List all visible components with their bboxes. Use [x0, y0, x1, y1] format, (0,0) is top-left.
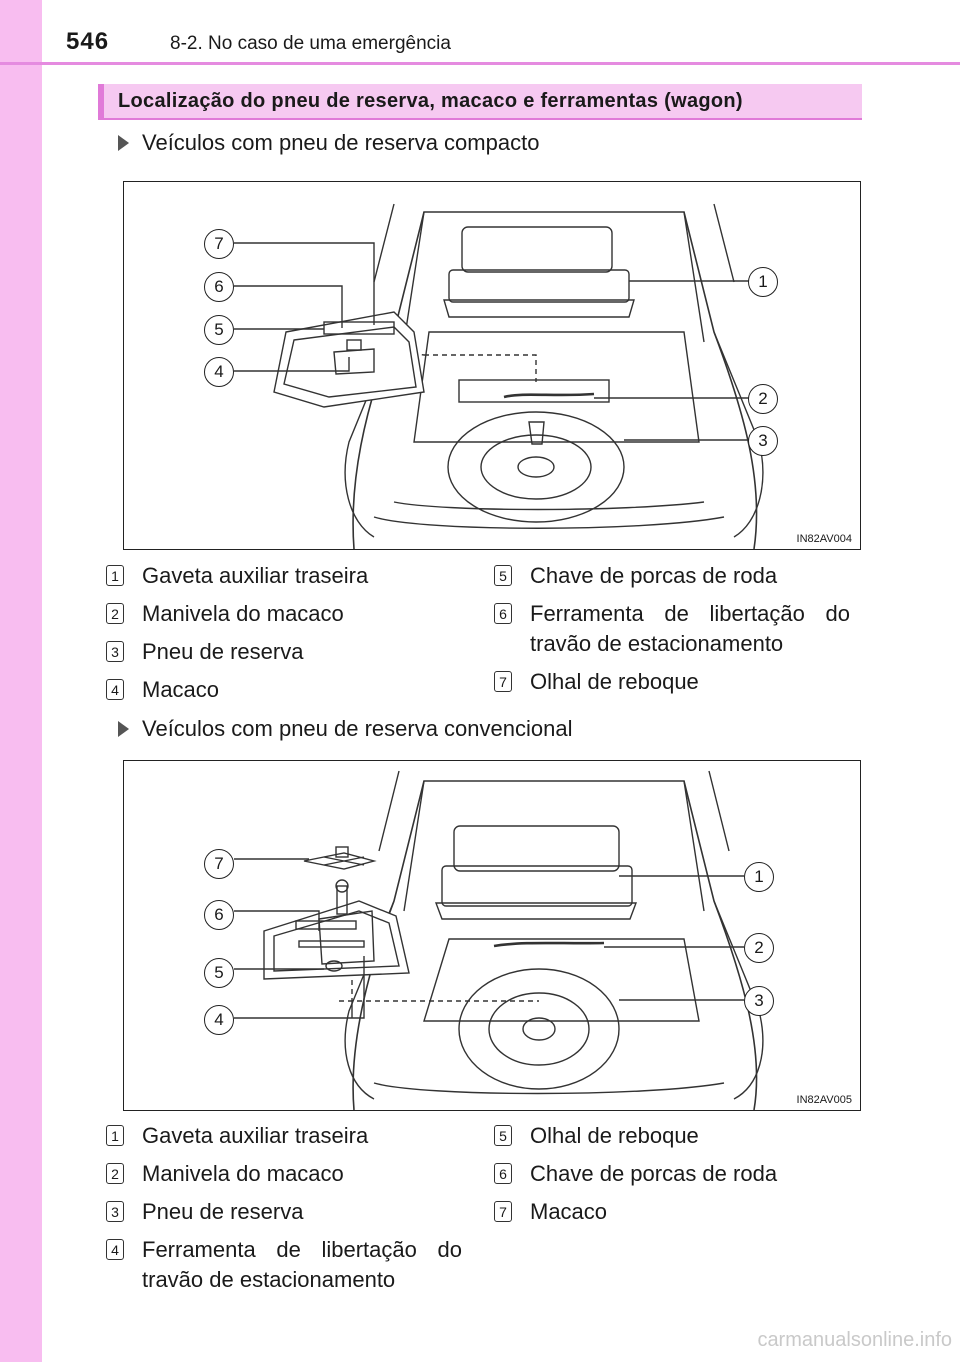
legend-number: 4 — [106, 679, 124, 700]
legend-number: 1 — [106, 1125, 124, 1146]
legend-number: 6 — [494, 603, 512, 624]
watermark: carmanualsonline.info — [757, 1329, 952, 1351]
legend-item: 3 Pneu de reserva — [106, 637, 462, 667]
legend-text: Pneu de reserva — [142, 1199, 304, 1224]
callout-4: 4 — [204, 1005, 234, 1035]
legend-item: 3 Pneu de reserva — [106, 1197, 462, 1227]
subheading-compact-text: Veículos com pneu de reserva compacto — [142, 130, 540, 155]
legend-text: Macaco — [142, 677, 220, 702]
bullet-triangle-icon — [118, 135, 129, 151]
header-rule — [0, 62, 960, 65]
bullet-triangle-icon — [118, 721, 129, 737]
legend-item: 1 Gaveta auxiliar traseira — [106, 561, 462, 591]
callout-5: 5 — [204, 315, 234, 345]
section-heading-bar: Localização do pneu de reserva, macaco e… — [98, 84, 862, 120]
legend-text: Gaveta auxiliar traseira — [142, 1123, 369, 1148]
figure-compact-spare: 7 6 5 4 1 2 3 IN82AV004 — [123, 181, 861, 550]
legend-text: Olhal de reboque — [530, 669, 699, 694]
subheading-compact: Veículos com pneu de reserva compacto — [118, 130, 539, 156]
legend-text: Ferramenta de libertação do travão de es… — [530, 601, 850, 656]
legend-item: 2 Manivela do macaco — [106, 1159, 462, 1189]
callout-3: 3 — [744, 986, 774, 1016]
legend-number: 6 — [494, 1163, 512, 1184]
subheading-conventional: Veículos com pneu de reserva convenciona… — [118, 716, 572, 742]
section-title: Localização do pneu de reserva, macaco e… — [118, 90, 743, 112]
legend-item: 6 Chave de porcas de roda — [494, 1159, 850, 1189]
side-tab — [0, 0, 42, 1362]
legend-number: 3 — [106, 1201, 124, 1222]
subheading-conventional-text: Veículos com pneu de reserva convenciona… — [142, 716, 573, 741]
legend-text: Pneu de reserva — [142, 639, 304, 664]
legend-number: 2 — [106, 1163, 124, 1184]
trunk-illustration-compact — [234, 203, 764, 549]
callout-6: 6 — [204, 900, 234, 930]
callout-3: 3 — [748, 426, 778, 456]
legend-text: Chave de porcas de roda — [530, 563, 778, 588]
legend-conventional: 1 Gaveta auxiliar traseira 2 Manivela do… — [106, 1121, 858, 1301]
legend-text: Manivela do macaco — [142, 1161, 344, 1186]
figure-code: IN82AV005 — [796, 1094, 852, 1106]
legend-compact: 1 Gaveta auxiliar traseira 2 Manivela do… — [106, 561, 858, 711]
legend-item: 7 Olhal de reboque — [494, 667, 850, 697]
legend-number: 1 — [106, 565, 124, 586]
callout-2: 2 — [748, 384, 778, 414]
legend-text: Gaveta auxiliar traseira — [142, 563, 369, 588]
callout-5: 5 — [204, 958, 234, 988]
callout-1: 1 — [744, 862, 774, 892]
legend-number: 5 — [494, 1125, 512, 1146]
legend-item: 7 Macaco — [494, 1197, 850, 1227]
chapter-title: 8-2. No caso de uma emergência — [170, 33, 451, 54]
callout-6: 6 — [204, 272, 234, 302]
legend-number: 4 — [106, 1239, 124, 1260]
callout-7: 7 — [204, 229, 234, 259]
trunk-illustration-conventional — [234, 770, 764, 1110]
callout-1: 1 — [748, 267, 778, 297]
legend-item: 2 Manivela do macaco — [106, 599, 462, 629]
legend-item: 4 Macaco — [106, 675, 462, 705]
callout-2: 2 — [744, 933, 774, 963]
figure-code: IN82AV004 — [796, 533, 852, 545]
legend-item: 6 Ferramenta de libertação do travão de … — [494, 599, 850, 659]
callout-7: 7 — [204, 849, 234, 879]
legend-number: 7 — [494, 671, 512, 692]
legend-number: 3 — [106, 641, 124, 662]
legend-number: 7 — [494, 1201, 512, 1222]
legend-item: 5 Olhal de reboque — [494, 1121, 850, 1151]
legend-number: 5 — [494, 565, 512, 586]
legend-text: Macaco — [530, 1199, 608, 1224]
legend-text: Chave de porcas de roda — [530, 1161, 778, 1186]
legend-text: Olhal de reboque — [530, 1123, 699, 1148]
legend-text: Ferramenta de libertação do travão de es… — [142, 1237, 462, 1292]
callout-4: 4 — [204, 357, 234, 387]
legend-item: 1 Gaveta auxiliar traseira — [106, 1121, 462, 1151]
legend-item: 5 Chave de porcas de roda — [494, 561, 850, 591]
page-number: 546 — [66, 28, 110, 55]
legend-text: Manivela do macaco — [142, 601, 344, 626]
legend-item: 4 Ferramenta de libertação do travão de … — [106, 1235, 462, 1295]
figure-conventional-spare: 7 6 5 4 1 2 3 IN82AV005 — [123, 760, 861, 1111]
legend-number: 2 — [106, 603, 124, 624]
